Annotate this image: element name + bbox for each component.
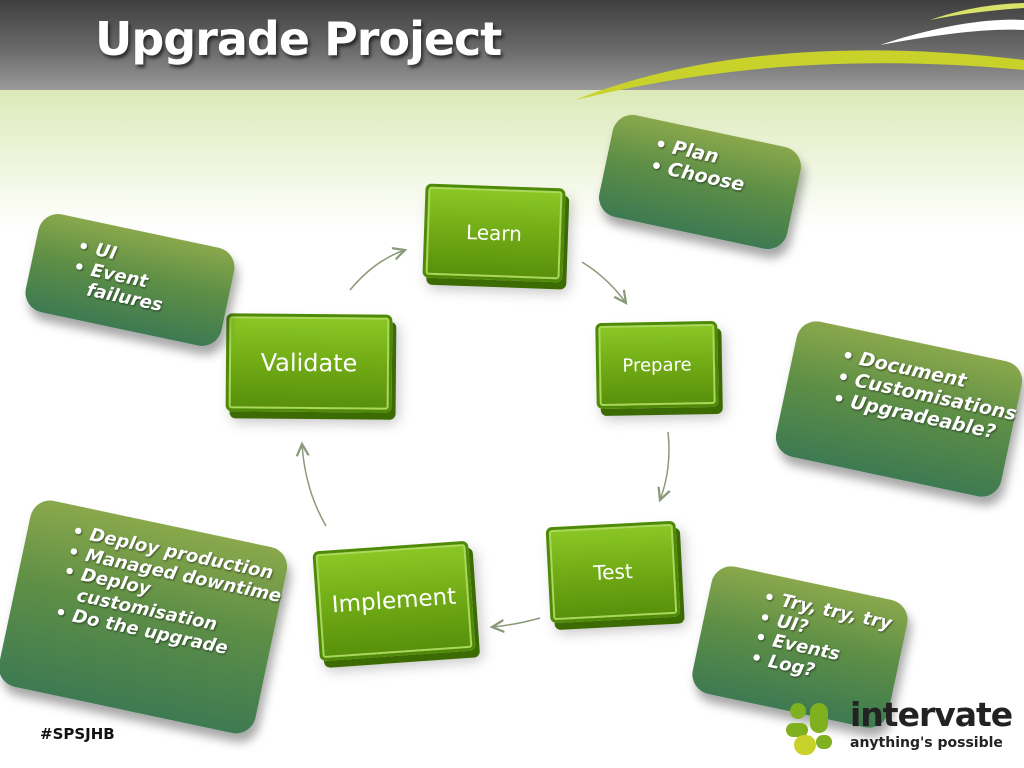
header-band [0,0,1024,90]
logo-name: intervate [850,695,1013,734]
logo-tagline: anything's possible [850,735,1003,751]
logo-mark-icon [786,703,832,755]
stage-prepare-label: Prepare [622,353,692,377]
stage-learn: Learn [422,183,566,283]
stage-implement: Implement [312,540,476,662]
stage-implement-label: Implement [330,583,457,619]
stage-validate: Validate [225,313,393,413]
decorative-swoosh [575,3,1024,100]
page-title: Upgrade Project [95,12,502,66]
hashtag: #SPSJHB [40,725,115,743]
intervate-logo: intervate anything's possible [780,695,1013,760]
stage-prepare: Prepare [595,320,719,410]
stage-test-label: Test [592,558,634,586]
stage-test: Test [545,520,681,624]
stage-learn-label: Learn [465,220,523,246]
stage-validate-label: Validate [260,348,358,378]
